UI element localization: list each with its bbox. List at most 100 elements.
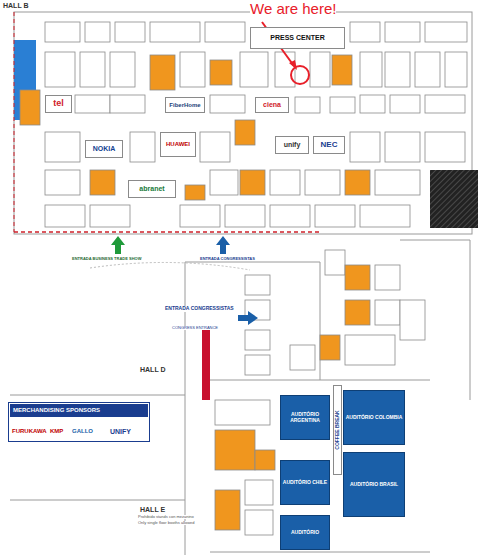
map-label: HALL D: [140, 366, 166, 374]
booth-label: NEC: [321, 141, 338, 150]
booth: [80, 52, 105, 87]
entrance-arrow: [238, 311, 258, 325]
map-label: HALL B: [3, 2, 29, 10]
booth: [330, 97, 355, 113]
booth-label: AUDITÓRIO BRASIL: [350, 482, 398, 488]
booth: [75, 95, 110, 113]
auditorium: AUDITÓRIO BRASIL: [343, 452, 405, 517]
booth: [425, 132, 465, 162]
entrance-arrow: [216, 236, 230, 254]
booth: [245, 480, 273, 505]
booth: [45, 22, 80, 42]
booth: [375, 265, 400, 290]
map-label: ENTRADA BUSINESS TRADE SHOW: [72, 257, 141, 261]
booth-label: ciena: [263, 101, 281, 109]
booth: [345, 300, 370, 325]
booth: [385, 52, 410, 87]
booth: [215, 430, 255, 470]
map-label: FURUKAWA: [12, 428, 47, 435]
booth: [345, 335, 395, 365]
booth-label: FiberHome: [169, 102, 200, 109]
booth: [45, 205, 85, 227]
booth: [385, 22, 420, 42]
booth-label: MERCHANDISING SPONSORS: [10, 404, 148, 417]
booth-label: abranet: [139, 185, 164, 193]
red-column: [202, 330, 210, 400]
booth: abranet: [128, 180, 176, 198]
booth: [210, 170, 238, 195]
booth: [295, 97, 320, 113]
booth: [270, 205, 310, 227]
booth: [425, 22, 467, 42]
booth: [200, 132, 230, 162]
booth-label: AUDITÓRIO CHILE: [283, 480, 327, 486]
booth: NOKIA: [85, 140, 123, 158]
map-label: KMP: [50, 428, 63, 435]
booth: [325, 250, 345, 275]
booth: [235, 120, 255, 145]
booth: [360, 95, 385, 113]
booth: [240, 52, 268, 87]
booth: [305, 170, 340, 195]
booth: [445, 52, 467, 87]
booth: [210, 60, 232, 85]
booth: FiberHome: [165, 97, 205, 113]
booth: PRESS CENTER: [250, 27, 345, 49]
booth: [345, 265, 370, 290]
booth: [360, 205, 410, 227]
booth: [90, 170, 115, 195]
booth: tel: [45, 95, 72, 113]
booth: NEC: [313, 136, 345, 154]
auditorium: AUDITÓRIO CHILE: [280, 460, 330, 505]
map-label: HALL E: [140, 506, 165, 514]
booth: [385, 132, 420, 162]
booth: [400, 300, 425, 340]
booth: [180, 205, 220, 227]
booth: [245, 355, 270, 375]
auditorium: AUDITÓRIO COLOMBIA: [343, 390, 405, 445]
booth-label: unify: [284, 141, 301, 149]
booth: [110, 52, 135, 87]
booth-label: COFFEE BREAK: [335, 410, 341, 449]
booth: [45, 52, 75, 87]
callout-text: We are here!: [250, 1, 336, 18]
booth: [215, 400, 270, 425]
booth: [150, 22, 200, 42]
booth: [115, 22, 145, 42]
map-label: UNIFY: [110, 428, 131, 436]
booth: [415, 52, 440, 87]
booth: [345, 170, 370, 195]
map-label: GALLO: [72, 428, 93, 435]
booth: [425, 95, 465, 113]
booth: [360, 52, 382, 87]
booth: [245, 510, 273, 535]
booth: [350, 22, 380, 42]
booth: [310, 52, 330, 87]
booth: [20, 90, 40, 125]
booth-label: tel: [53, 99, 64, 109]
booth: [130, 132, 155, 162]
booth-label: PRESS CENTER: [270, 34, 324, 42]
coffee-area: COFFEE BREAK: [333, 385, 342, 475]
booth: [290, 345, 315, 370]
booth: [185, 185, 205, 200]
booth: [90, 205, 130, 227]
booth-label: HUAWEI: [166, 141, 190, 148]
booth: [45, 132, 80, 162]
booth: [210, 95, 245, 113]
blocked-area: [430, 170, 478, 228]
map-label: CONGRESS ENTRANCE: [172, 326, 218, 330]
booth-label: AUDITÓRIO COLOMBIA: [346, 415, 403, 421]
location-circle: [291, 66, 309, 84]
booth: [390, 95, 420, 113]
booth-label: NOKIA: [93, 145, 116, 153]
booth: [225, 205, 265, 227]
map-label: ENTRADA CONGRESSISTAS: [200, 257, 255, 261]
sponsor-box: MERCHANDISING SPONSORS: [8, 402, 150, 442]
auditorium: AUDITÓRIO ARGENTINA: [280, 395, 330, 440]
booth: [332, 55, 352, 85]
booth: HUAWEI: [160, 132, 196, 157]
booth: [45, 170, 80, 195]
auditorium: AUDITÓRIO: [280, 515, 330, 550]
